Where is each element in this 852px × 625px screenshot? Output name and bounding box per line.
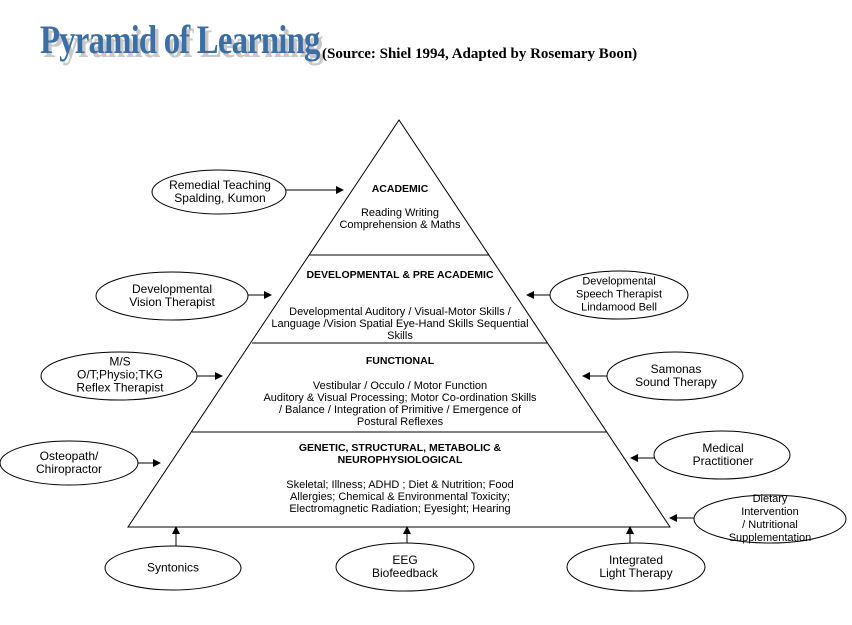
level-heading-genetic: GENETIC, STRUCTURAL, METABOLIC & NEUROPH… bbox=[298, 442, 502, 466]
intervention-eeg: EEG Biofeedback bbox=[371, 553, 439, 580]
intervention-ms: M/S O/T;Physio;TKG Reflex Therapist bbox=[76, 354, 164, 395]
pyramid-outline bbox=[127, 119, 671, 528]
intervention-vision: Developmental Vision Therapist bbox=[129, 282, 215, 309]
page-title: Pyramid of Learning bbox=[40, 17, 320, 62]
intervention-speech: Developmental Speech Therapist Lindamood… bbox=[575, 275, 663, 314]
level-body-genetic: Skeletal; Illness; ADHD ; Diet & Nutriti… bbox=[286, 479, 514, 515]
intervention-dietary: Dietary Intervention / Nutritional Suppl… bbox=[728, 493, 812, 544]
level-heading-functional: FUNCTIONAL bbox=[365, 355, 435, 367]
intervention-light: Integrated Light Therapy bbox=[599, 553, 673, 580]
intervention-medical: Medical Practitioner bbox=[692, 441, 754, 468]
oval-eeg bbox=[335, 542, 475, 592]
oval-medical bbox=[653, 430, 791, 480]
intervention-samonas: Samonas Sound Therapy bbox=[635, 362, 717, 389]
oval-syntonics bbox=[104, 545, 242, 591]
level-body-functional: Vestibular / Occulo / Motor Function Aud… bbox=[263, 380, 537, 428]
intervention-remedial: Remedial Teaching Spalding, Kumon bbox=[169, 178, 271, 205]
oval-vision bbox=[95, 271, 249, 321]
intervention-osteopath: Osteopath/ Chiropractor bbox=[35, 449, 103, 476]
level-body-academic: Reading Writing Comprehension & Maths bbox=[339, 207, 461, 231]
level-body-developmental: Developmental Auditory / Visual-Motor Sk… bbox=[271, 306, 529, 342]
oval-dietary bbox=[693, 494, 847, 544]
oval-remedial bbox=[151, 169, 287, 215]
source-citation: (Source: Shiel 1994, Adapted by Rosemary… bbox=[322, 46, 638, 62]
oval-light bbox=[566, 542, 706, 592]
level-heading-developmental: DEVELOPMENTAL & PRE ACADEMIC bbox=[306, 269, 494, 281]
intervention-syntonics: Syntonics bbox=[146, 560, 200, 575]
level-heading-academic: ACADEMIC bbox=[371, 183, 429, 195]
